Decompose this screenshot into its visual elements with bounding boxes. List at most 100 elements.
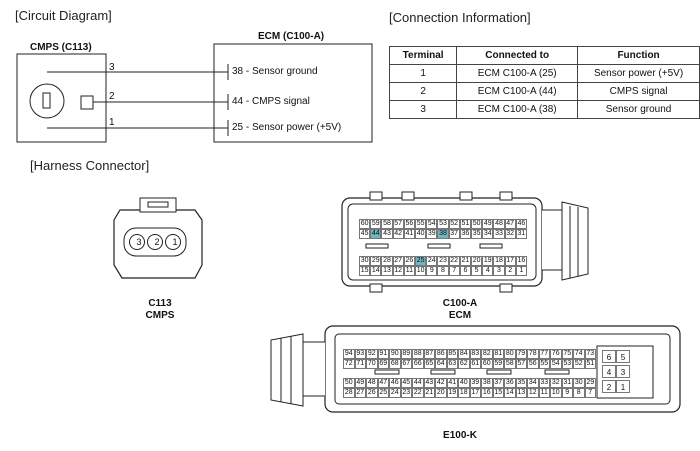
pin-90: 90: [389, 349, 401, 359]
pin-74: 74: [573, 349, 585, 359]
pin-44: 44: [412, 378, 424, 388]
section-title-circuit: [Circuit Diagram]: [15, 8, 112, 23]
pin-45: 45: [359, 229, 371, 239]
pin-68: 68: [389, 359, 401, 369]
pin-14: 14: [370, 266, 382, 276]
pin-20: 20: [435, 388, 447, 398]
pin-13: 13: [515, 388, 527, 398]
pin-46: 46: [389, 378, 401, 388]
side-pin-6: 6: [602, 350, 616, 363]
pin-65: 65: [423, 359, 435, 369]
pin-28: 28: [381, 256, 393, 266]
pin-29: 29: [370, 256, 382, 266]
table-cell: CMPS signal: [577, 82, 700, 101]
pin-59: 59: [370, 219, 382, 229]
pin-8: 8: [573, 388, 585, 398]
table-cell: ECM C100-A (25): [456, 64, 579, 83]
pin-2: 2: [504, 266, 516, 276]
side-pin-3: 3: [616, 365, 630, 378]
pin-37: 37: [448, 229, 460, 239]
pin-42: 42: [392, 229, 404, 239]
pin-24: 24: [389, 388, 401, 398]
pin-7: 7: [448, 266, 460, 276]
table-row: 2 ECM C100-A (44) CMPS signal: [388, 82, 700, 101]
header-connected-to: Connected to: [456, 46, 579, 65]
pin-25: 25: [377, 388, 389, 398]
pin-26: 26: [403, 256, 415, 266]
table-cell: 3: [388, 100, 458, 119]
pin-47: 47: [504, 219, 516, 229]
pin-38: 38: [481, 378, 493, 388]
pin-80: 80: [504, 349, 516, 359]
pin-40: 40: [458, 378, 470, 388]
pin-12: 12: [527, 388, 539, 398]
pin-7: 7: [584, 388, 596, 398]
table-cell: Sensor power (+5V): [577, 64, 700, 83]
pin-60: 60: [359, 219, 371, 229]
pin-55: 55: [415, 219, 427, 229]
pin-34: 34: [527, 378, 539, 388]
pin-6: 6: [459, 266, 471, 276]
connection-table: Terminal Connected to Function 1 ECM C10…: [388, 46, 700, 119]
pin-33: 33: [493, 229, 505, 239]
pin-77: 77: [538, 349, 550, 359]
sensor-element: [42, 92, 51, 109]
pin-39: 39: [426, 229, 438, 239]
pin-75: 75: [561, 349, 573, 359]
pin-10: 10: [415, 266, 427, 276]
pin-16: 16: [515, 256, 527, 266]
c100a-caption-sub: ECM: [448, 310, 472, 321]
pin-87: 87: [423, 349, 435, 359]
pin-78: 78: [527, 349, 539, 359]
pin-49: 49: [482, 219, 494, 229]
pin-41: 41: [403, 229, 415, 239]
pin-31: 31: [515, 229, 527, 239]
pin-60: 60: [481, 359, 493, 369]
pin-1: 1: [515, 266, 527, 276]
pin-48: 48: [366, 378, 378, 388]
pin-21: 21: [423, 388, 435, 398]
c113-pin-2: 2: [154, 237, 160, 247]
wire-number-3: 3: [109, 62, 115, 73]
pin-63: 63: [446, 359, 458, 369]
pin-61: 61: [469, 359, 481, 369]
pin-15: 15: [359, 266, 371, 276]
header-function: Function: [577, 46, 700, 65]
pin-39: 39: [469, 378, 481, 388]
pin-50: 50: [471, 219, 483, 229]
pin-52: 52: [573, 359, 585, 369]
c100a-connector-body: [341, 191, 589, 293]
pin-56: 56: [527, 359, 539, 369]
pin-47: 47: [377, 378, 389, 388]
pin-53: 53: [437, 219, 449, 229]
pin-53: 53: [561, 359, 573, 369]
pin-70: 70: [366, 359, 378, 369]
pin-8: 8: [437, 266, 449, 276]
pin-30: 30: [573, 378, 585, 388]
pin-9: 9: [426, 266, 438, 276]
pin-32: 32: [550, 378, 562, 388]
pin-84: 84: [458, 349, 470, 359]
pin-27: 27: [354, 388, 366, 398]
circuit-wiring: [16, 43, 373, 143]
pin-73: 73: [584, 349, 596, 359]
pin-18: 18: [493, 256, 505, 266]
pin-11: 11: [538, 388, 550, 398]
pin-15: 15: [492, 388, 504, 398]
pin-14: 14: [504, 388, 516, 398]
pin-93: 93: [354, 349, 366, 359]
side-pin-2: 2: [602, 380, 616, 393]
table-header-row: Terminal Connected to Function: [388, 46, 700, 65]
pin-23: 23: [400, 388, 412, 398]
side-pin-1: 1: [616, 380, 630, 393]
pin-76: 76: [550, 349, 562, 359]
pin-71: 71: [354, 359, 366, 369]
pin-54: 54: [550, 359, 562, 369]
pickup-element: [80, 95, 94, 110]
pin-44: 44: [370, 229, 382, 239]
ecm-box: [213, 43, 373, 143]
pin-91: 91: [377, 349, 389, 359]
table-row: 1 ECM C100-A (25) Sensor power (+5V): [388, 64, 700, 83]
pin-83: 83: [469, 349, 481, 359]
pin-31: 31: [561, 378, 573, 388]
